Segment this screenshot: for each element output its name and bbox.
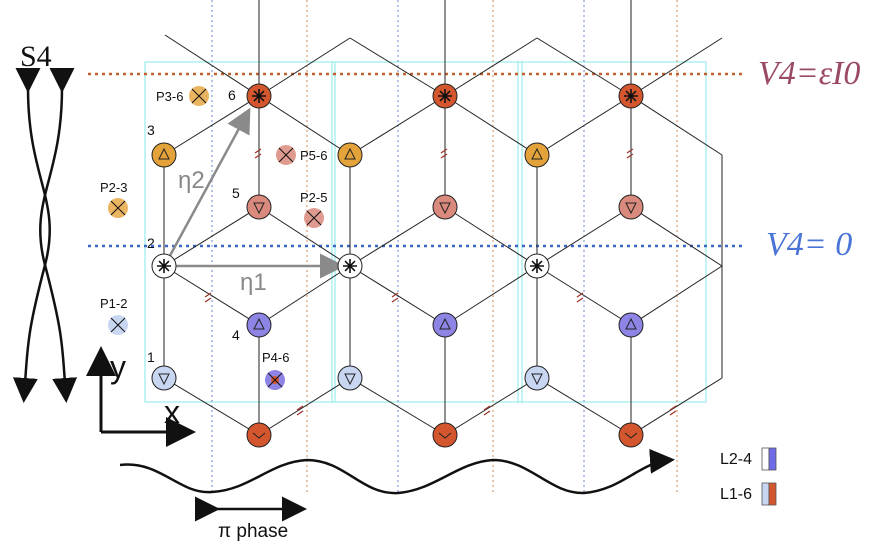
node-4-circle (246, 312, 272, 338)
node-5-triangle (625, 202, 637, 215)
line-top-label: V4=εI0 (758, 55, 860, 92)
node-bottom-circle (432, 422, 458, 448)
lattice-bonds (163, 0, 723, 436)
p12-marker (108, 315, 128, 335)
node-3-triangle (531, 147, 543, 160)
node-bottom-mark (438, 432, 452, 439)
xy-axes (86, 346, 196, 447)
node-1-triangle (158, 373, 170, 386)
p23-marker (108, 198, 128, 218)
node-5-triangle (439, 202, 451, 215)
legend-l24-swatch (761, 447, 777, 471)
node-label-6: 6 (228, 87, 236, 103)
node-5-circle (618, 194, 644, 220)
node-bottom-mark (624, 432, 638, 439)
axis-x-label: x (164, 394, 180, 430)
p36-marker (189, 86, 209, 106)
pi-phase-label: π phase (218, 521, 288, 542)
node-label-5: 5 (232, 185, 240, 201)
node-5-triangle (253, 202, 265, 215)
lattice-nodes (151, 83, 644, 448)
eta1-label: η1 (240, 269, 267, 296)
node-1-circle (524, 365, 550, 391)
node-label-1: 1 (147, 349, 155, 365)
line-mid-label: V4= 0 (766, 226, 852, 263)
p56-marker (276, 145, 296, 165)
axis-y-label: y (110, 349, 126, 385)
p36-label: P3-6 (156, 89, 183, 104)
node-label-2: 2 (147, 235, 155, 251)
node-3-circle (151, 142, 177, 168)
node-4-triangle (439, 317, 451, 330)
node-label-4: 4 (232, 327, 240, 343)
node-4-triangle (625, 317, 637, 330)
unit-cell-2 (331, 61, 523, 403)
node-2-star (530, 259, 544, 273)
node-label-3: 3 (147, 122, 155, 138)
p12-label: P1-2 (100, 296, 127, 311)
node-1-triangle (531, 373, 543, 386)
node-3-circle (524, 142, 550, 168)
node-2-star (343, 259, 357, 273)
node-5-circle (246, 194, 272, 220)
node-bottom-circle (618, 422, 644, 448)
node-1-circle (337, 365, 363, 391)
tick-marks (204, 148, 677, 416)
s4-title: S4 (20, 40, 52, 73)
p-markers (108, 86, 324, 390)
node-3-circle (337, 142, 363, 168)
node-4-triangle (253, 317, 265, 330)
s4-twist-arrows (12, 67, 78, 403)
node-bottom-circle (246, 422, 272, 448)
node-3-triangle (344, 147, 356, 160)
node-4-circle (618, 312, 644, 338)
p46-marker (265, 370, 285, 390)
eta2-label: η2 (178, 167, 205, 194)
node-3-triangle (158, 147, 170, 160)
unit-cells (144, 61, 707, 403)
legend-l24-label: L2-4 (720, 451, 752, 468)
node-6-star (252, 89, 266, 103)
p56-label: P5-6 (300, 148, 327, 163)
legend-l16-label: L1-6 (720, 486, 752, 503)
p46-label: P4-6 (262, 350, 289, 365)
p25-label: P2-5 (300, 190, 327, 205)
node-1-circle (151, 365, 177, 391)
node-6-star (624, 89, 638, 103)
p25-marker (304, 208, 324, 228)
node-bottom-mark (252, 432, 266, 439)
node-2-star (157, 259, 171, 273)
unit-cell-3 (517, 61, 707, 403)
unit-cell-1 (144, 61, 336, 403)
wave-arrow (119, 448, 675, 495)
p23-label: P2-3 (100, 180, 127, 195)
node-4-circle (432, 312, 458, 338)
eta2-vector (164, 107, 251, 264)
node-5-circle (432, 194, 458, 220)
node-1-triangle (344, 373, 356, 386)
legend-l16-swatch (761, 482, 777, 506)
node-6-star (438, 89, 452, 103)
